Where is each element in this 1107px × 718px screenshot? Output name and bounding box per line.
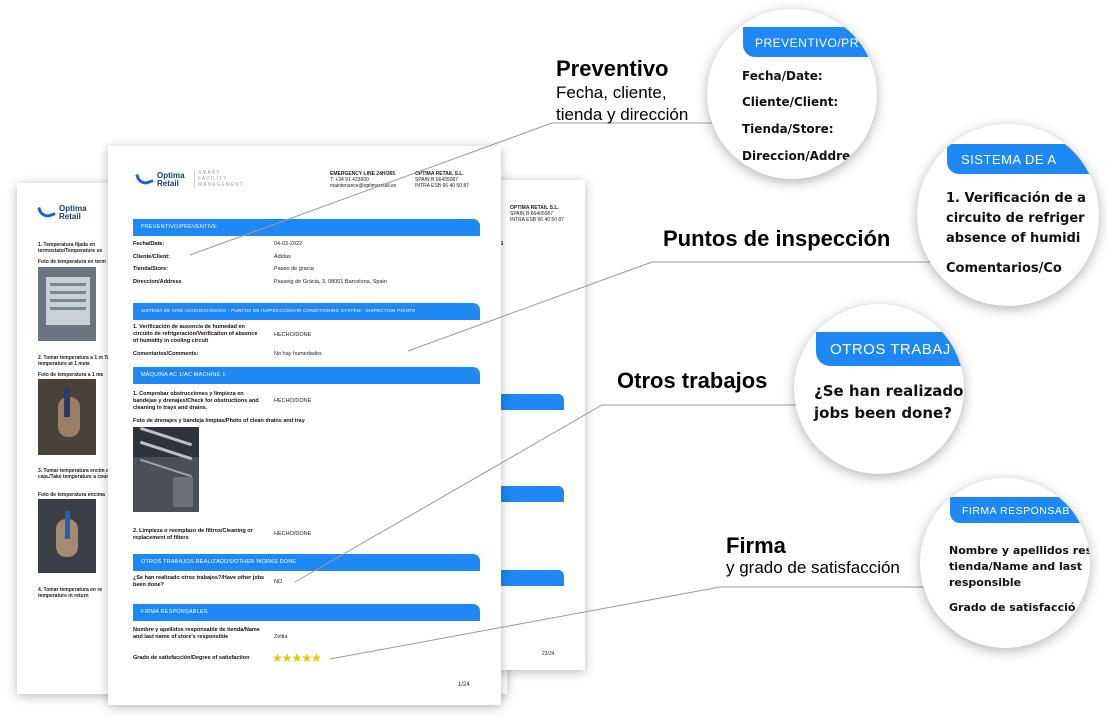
- right-section-bar-1: [498, 394, 564, 410]
- logo-name-1: Optima: [157, 171, 185, 180]
- back-item-2-photo-caption: Foto de temperatura a 1 me: [38, 372, 104, 378]
- zoom-header: PREVENTIVO/PR: [755, 36, 859, 50]
- section-other-title: OTROS TRABAJOS REALIZADOS/OTHER WORKS DO…: [141, 559, 297, 565]
- optima-logo-icon: [135, 169, 154, 188]
- zoom-bar: FIRMA RESPONSAB: [950, 497, 1090, 523]
- other-works-value: NO: [274, 579, 283, 585]
- field-address-label: Direccion/Address: [133, 279, 182, 285]
- satisfaction-stars: ★★★★★: [272, 651, 322, 665]
- machine-item-1-label: 1. Comprobar obstrucciones y limpieza en…: [133, 391, 259, 411]
- zoom-header: FIRMA RESPONSAB: [962, 505, 1070, 517]
- section-sign-title: FIRMA RESPONSABLES: [141, 609, 208, 615]
- optima-logo-icon: [37, 202, 56, 221]
- field-address-value: Passeig de Gràcia, 3, 08001 Barcelona, S…: [274, 279, 387, 285]
- zoom-line-1: Nombre y apellidos res: [949, 544, 1090, 557]
- front-report-page: Optima Retail SMART FACILITY MANAGEMENT …: [108, 146, 501, 705]
- section-machine-title: MÁQUINA AC 1/AC MACHINE 1: [141, 372, 226, 378]
- machine-item-2-label: 2. Limpieza o reemplazo de filtros/Clean…: [133, 528, 253, 541]
- company-line3: INTRA ESB 66 40 50 87: [415, 183, 469, 189]
- right-section-bar-2: [498, 486, 564, 502]
- zoom-line-3: responsible: [949, 576, 1022, 589]
- callout-preventivo-sub1: Fecha, cliente,: [556, 83, 667, 102]
- logo-name-2: Retail: [59, 212, 81, 221]
- right-company-line3: INTRA ESB 66 40 50 87: [510, 217, 564, 223]
- back-page-number: 23/24: [542, 651, 555, 657]
- ac-item-1-label: 1. Verificación de ausencia de humedad e…: [133, 324, 258, 344]
- machine-item-1-value: HECHO/DONE: [274, 398, 312, 404]
- zoom-line-2: circuito de refriger: [946, 211, 1085, 226]
- thermostat-photo: [38, 267, 96, 341]
- logo-name-2: Retail: [157, 179, 179, 188]
- machine-item-2-value: HECHO/DONE: [274, 531, 312, 537]
- section-ac-bar: SISTEMA DE AIRE ACONDICIONADO - PUNTOS D…: [133, 303, 480, 320]
- section-machine-bar: MÁQUINA AC 1/AC MACHINE 1: [133, 367, 480, 384]
- thermometer-photo-1: [38, 379, 96, 455]
- zoom-bar: SISTEMA DE A: [947, 144, 1099, 174]
- zoom-header: OTROS TRABAJ: [830, 341, 951, 358]
- zoom-line-4: Direccion/Addre: [742, 149, 851, 163]
- back-item-3: 3. Tomar temperatura encim de caja./Take…: [38, 468, 117, 480]
- zoom-line-2: Cliente/Client:: [742, 95, 839, 109]
- right-report-page: OPTIMA RETAIL S.L. SPAIN B 66405087 INTR…: [490, 180, 585, 670]
- field-date-label: Fecha/Date:: [133, 241, 165, 247]
- section-sign-bar: FIRMA RESPONSABLES: [133, 604, 480, 621]
- zoom-circle-preventivo: PREVENTIVO/PR Fecha/Date: Cliente/Client…: [707, 9, 877, 179]
- thermometer-photo-2: [38, 499, 96, 573]
- field-store-label: Tienda/Store:: [133, 266, 169, 272]
- other-works-label: ¿Se han realizado otros trabajos?/Have o…: [133, 575, 265, 588]
- logo-tagline: SMART FACILITY MANAGEMENT: [194, 170, 244, 188]
- zoom-line-3: Tienda/Store:: [742, 122, 834, 136]
- field-date-value: 04-03-2022: [274, 241, 303, 247]
- comments-label: Comentarios/Comments:: [133, 351, 199, 357]
- zoom-line-4: Grado de satisfacció: [949, 601, 1076, 614]
- satisfaction-label: Grado de satisfacción/Degree of satisfac…: [133, 655, 250, 661]
- comments-value: No hay humedades: [274, 351, 322, 357]
- photo-caption: Foto de drenajes y bandeja limpias/Photo…: [133, 418, 305, 424]
- zoom-header: SISTEMA DE A: [961, 152, 1057, 167]
- back-item-3-photo-caption: Foto de temperatura encima: [38, 492, 105, 498]
- field-client-value: Adidas: [274, 254, 291, 260]
- zoom-circle-inspeccion: SISTEMA DE A 1. Verificación de a circui…: [917, 124, 1099, 306]
- back-item-1: 1. Temperatura fijada en termostato/Temp…: [38, 242, 103, 254]
- sign-name-label: Nombre y apellidos responsable de tienda…: [133, 627, 260, 640]
- callout-firma-title: Firma: [726, 533, 786, 558]
- logo-tagline-3: MANAGEMENT: [198, 182, 244, 188]
- zoom-line-4: Comentarios/Co: [946, 261, 1062, 276]
- zoom-line-1: 1. Verificación de a: [946, 191, 1086, 206]
- zoom-line-3: absence of humidi: [946, 231, 1081, 246]
- section-other-bar: OTROS TRABAJOS REALIZADOS/OTHER WORKS DO…: [133, 554, 480, 571]
- back-item-1-photo-caption: Foto de temperatura en term: [38, 259, 106, 265]
- callout-puntos-title: Puntos de inspección: [663, 226, 891, 251]
- zoom-line-1: Fecha/Date:: [742, 69, 823, 83]
- section-preventive-title: PREVENTIVO/PREVENTIVE: [141, 224, 218, 230]
- callout-firma-sub: y grado de satisfacción: [726, 558, 900, 577]
- zoom-line-2: tienda/Name and last: [949, 560, 1082, 573]
- right-section-bar-3: [498, 570, 564, 586]
- zoom-bar: PREVENTIVO/PR: [743, 27, 877, 57]
- back-item-2: 2. Tomar temperatura a 1 m Take temperat…: [38, 355, 116, 367]
- zoom-circle-firma: FIRMA RESPONSAB Nombre y apellidos res t…: [920, 478, 1090, 648]
- zoom-bar: OTROS TRABAJ: [816, 332, 964, 366]
- field-store-value: Paseo de gracia: [274, 266, 314, 272]
- ac-item-1-value: HECHO/DONE: [274, 332, 312, 338]
- logo-name-1: Optima: [59, 204, 87, 213]
- section-ac-title: SISTEMA DE AIRE ACONDICIONADO - PUNTOS D…: [141, 308, 416, 313]
- section-preventive-bar: PREVENTIVO/PREVENTIVE: [133, 219, 480, 236]
- callout-otros-title: Otros trabajos: [617, 368, 768, 393]
- callout-preventivo-sub2: tienda y dirección: [556, 105, 689, 124]
- back-item-4: 4. Tomar temperatura en re temperature i…: [38, 587, 103, 599]
- zoom-line-1: ¿Se han realizado: [814, 382, 964, 400]
- zoom-circle-otros: OTROS TRABAJ ¿Se han realizado jobs been…: [794, 304, 964, 474]
- sign-name-value: Zeltia: [274, 634, 288, 640]
- field-client-label: Cliente/Client:: [133, 254, 170, 260]
- drains-photo: [133, 427, 199, 512]
- callout-preventivo-title: Preventivo: [556, 56, 669, 81]
- emergency-email: maintenance@optimaretail.es: [330, 183, 397, 189]
- page-number: 1/24: [458, 682, 470, 688]
- zoom-line-2: jobs been done?: [814, 404, 952, 422]
